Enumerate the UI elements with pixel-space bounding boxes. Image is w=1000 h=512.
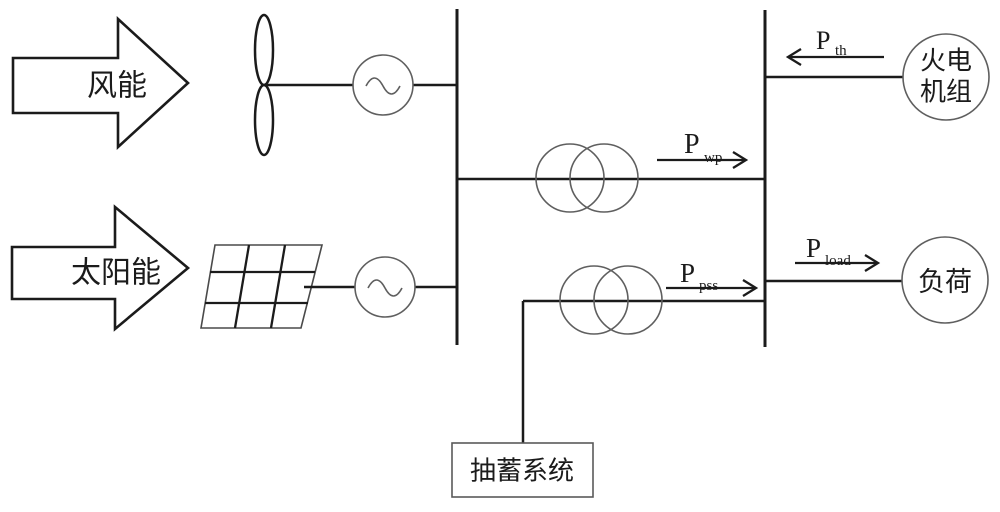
flow-label-load-main: P — [806, 233, 821, 263]
thermal-unit-label-line1: 火电 — [920, 47, 972, 76]
thermal-unit-label-line2: 机组 — [920, 78, 972, 107]
thermal-unit-node — [902, 33, 990, 121]
solar-panel-icon — [200, 244, 324, 329]
flow-label-wp-sub: wp — [704, 150, 722, 166]
flow-label-pss-main: P — [680, 258, 695, 288]
flow-label-th-sub: th — [835, 43, 847, 59]
solar-generator-icon — [354, 256, 416, 318]
flow-arrow-load-icon — [795, 254, 881, 272]
solar-energy-label: 太阳能 — [71, 257, 161, 290]
flow-label-th-main: P — [816, 26, 830, 55]
flow-label-load-sub: load — [825, 253, 851, 269]
transformer-2-icon — [559, 265, 663, 335]
solar-energy-arrow-icon — [10, 204, 191, 332]
load-node — [901, 236, 989, 324]
flow-arrow-pss-icon — [666, 279, 759, 297]
load-label: 负荷 — [918, 267, 972, 297]
flow-label-wp-main: P — [684, 129, 700, 160]
transformer-1-icon — [535, 143, 639, 213]
wind-energy-label: 风能 — [87, 70, 147, 103]
flow-arrow-th-icon — [785, 48, 884, 66]
wind-energy-arrow-icon — [11, 16, 190, 150]
flow-label-pss-sub: pss — [699, 278, 718, 294]
pumped-storage-box — [451, 442, 594, 498]
pumped-storage-label: 抽蓄系统 — [470, 457, 574, 486]
wind-generator-icon — [352, 54, 414, 116]
flow-arrow-wp-icon — [657, 151, 749, 169]
